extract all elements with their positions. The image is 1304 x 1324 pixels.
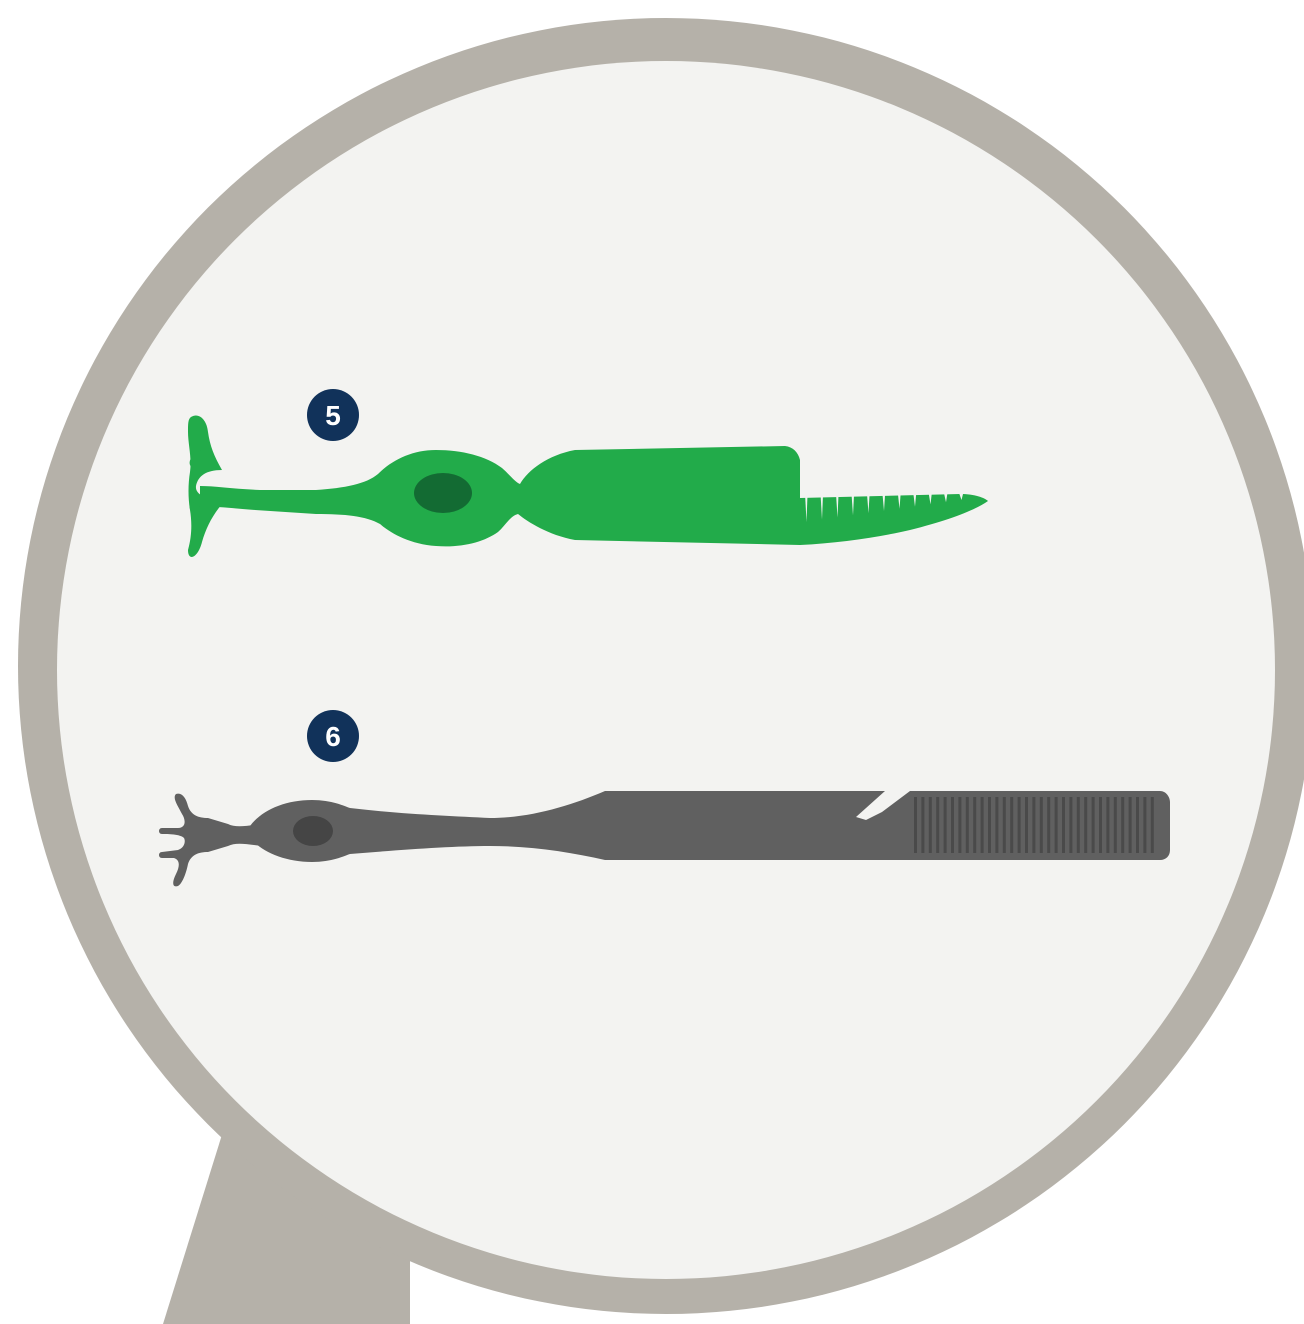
rod-disc xyxy=(1114,797,1117,853)
rod-disc xyxy=(1077,797,1080,853)
rod-disc xyxy=(1018,797,1021,853)
rod-disc xyxy=(1025,797,1028,853)
rod-disc xyxy=(1055,797,1058,853)
rod-disc xyxy=(1121,797,1124,853)
speech-bubble-background xyxy=(57,61,1275,1279)
rod-disc xyxy=(929,797,932,853)
rod-disc xyxy=(1047,797,1050,853)
rod-disc xyxy=(936,797,939,853)
rod-disc xyxy=(988,797,991,853)
rod-disc xyxy=(966,797,969,853)
marker-6: 6 xyxy=(307,710,359,762)
rod-disc xyxy=(973,797,976,853)
rod-disc xyxy=(995,797,998,853)
rod-disc xyxy=(921,797,924,853)
rod-disc xyxy=(1129,797,1132,853)
cone-nucleus xyxy=(414,473,472,513)
marker-5-label: 5 xyxy=(325,400,341,431)
rod-disc xyxy=(958,797,961,853)
rod-disc xyxy=(1069,797,1072,853)
rod-disc xyxy=(1010,797,1013,853)
rod-disc xyxy=(981,797,984,853)
rod-disc xyxy=(1092,797,1095,853)
marker-5: 5 xyxy=(307,389,359,441)
rod-disc xyxy=(1084,797,1087,853)
rod-disc xyxy=(1099,797,1102,853)
marker-6-label: 6 xyxy=(325,721,341,752)
rod-nucleus xyxy=(293,816,333,846)
rod-disc xyxy=(1143,797,1146,853)
rod-disc xyxy=(1040,797,1043,853)
speech-bubble xyxy=(18,18,1304,1324)
rod-disc xyxy=(1106,797,1109,853)
rod-disc xyxy=(944,797,947,853)
rod-disc xyxy=(1136,797,1139,853)
rod-disc xyxy=(1151,797,1154,853)
rod-disc xyxy=(914,797,917,853)
rod-disc xyxy=(1062,797,1065,853)
rod-disc xyxy=(1032,797,1035,853)
rod-disc xyxy=(1003,797,1006,853)
rod-disc xyxy=(951,797,954,853)
